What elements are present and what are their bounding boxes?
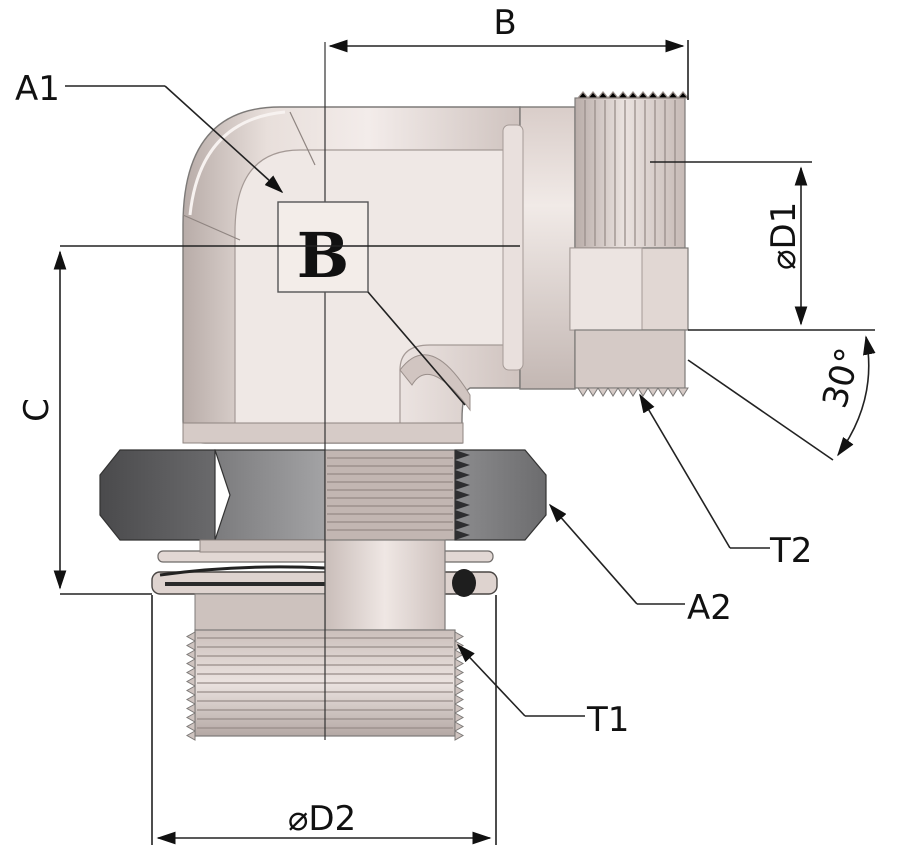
- thread-tooth: [185, 721, 196, 732]
- thread-tooth: [637, 387, 649, 397]
- thread-tooth: [185, 703, 196, 714]
- thread-tooth: [454, 676, 465, 687]
- thread-tooth: [596, 90, 610, 99]
- thread-tooth: [587, 387, 599, 397]
- thread-tooth: [657, 387, 669, 397]
- thread-tooth: [454, 721, 465, 732]
- thread-tooth: [616, 90, 630, 99]
- thread-tooth: [454, 658, 465, 669]
- thread-tooth: [626, 90, 640, 99]
- leader-A1: A1: [15, 69, 284, 194]
- thread-tooth: [185, 676, 196, 687]
- leader-T1: T1: [456, 643, 629, 740]
- thread-tooth: [576, 90, 590, 99]
- thread-tooth: [454, 694, 465, 705]
- label-T1: T1: [586, 700, 629, 740]
- thread-tooth: [185, 730, 196, 741]
- lock-nut: [99, 449, 547, 541]
- label-A2: A2: [687, 588, 732, 628]
- thread-tooth: [607, 387, 619, 397]
- dimension-C: C: [17, 245, 520, 595]
- thread-tooth: [647, 387, 659, 397]
- thread-tooth: [667, 387, 679, 397]
- label-D1: ⌀D1: [764, 202, 804, 270]
- dimension-B: B: [328, 3, 689, 100]
- thread-tooth: [617, 387, 629, 397]
- badge-leader: [367, 291, 466, 406]
- thread-tooth: [597, 387, 609, 397]
- thread-tooth: [185, 712, 196, 723]
- label-D2: ⌀D2: [288, 799, 356, 839]
- thread-tooth: [185, 640, 196, 651]
- thread-tooth: [636, 90, 650, 99]
- thread-tooth: [666, 90, 680, 99]
- label-T2: T2: [769, 531, 812, 571]
- thread-tooth: [606, 90, 620, 99]
- dimension-angle: 30°: [687, 335, 876, 461]
- dimension-D2: ⌀D2: [151, 595, 497, 845]
- label-A1: A1: [15, 69, 60, 109]
- thread-tooth: [454, 649, 465, 660]
- thread-tooth: [577, 387, 589, 397]
- thread-tooth: [646, 90, 660, 99]
- label-C: C: [17, 398, 57, 422]
- thread-tooth: [454, 685, 465, 696]
- thread-tooth: [185, 667, 196, 678]
- thread-tooth: [185, 631, 196, 642]
- badge-letter: B: [297, 219, 349, 292]
- thread-tooth: [185, 694, 196, 705]
- thread-tooth: [185, 649, 196, 660]
- thread-tooth: [656, 90, 670, 99]
- diameter-symbol: ⌀: [764, 250, 804, 270]
- label-B: B: [493, 3, 516, 43]
- dimension-D1: ⌀D1: [650, 161, 875, 331]
- o-ring: [452, 569, 476, 597]
- diameter-symbol-2: ⌀: [288, 799, 308, 839]
- thread-tooth: [677, 387, 689, 397]
- thread-tooth: [185, 658, 196, 669]
- leader-A2: A2: [548, 503, 732, 628]
- thread-tooth: [586, 90, 600, 99]
- thread-tooth: [676, 90, 690, 99]
- label-angle: 30°: [815, 344, 869, 413]
- thread-tooth: [454, 730, 465, 741]
- thread-tooth: [454, 631, 465, 642]
- marking-badge: B: [277, 201, 369, 293]
- label-D1-text: D1: [764, 202, 804, 250]
- right-branch: [502, 90, 690, 397]
- leader-T2: T2: [639, 393, 812, 571]
- label-D2-text: D2: [308, 799, 356, 839]
- thread-tooth: [454, 667, 465, 678]
- thread-tooth: [454, 712, 465, 723]
- thread-tooth: [454, 703, 465, 714]
- thread-tooth: [627, 387, 639, 397]
- thread-tooth: [185, 685, 196, 696]
